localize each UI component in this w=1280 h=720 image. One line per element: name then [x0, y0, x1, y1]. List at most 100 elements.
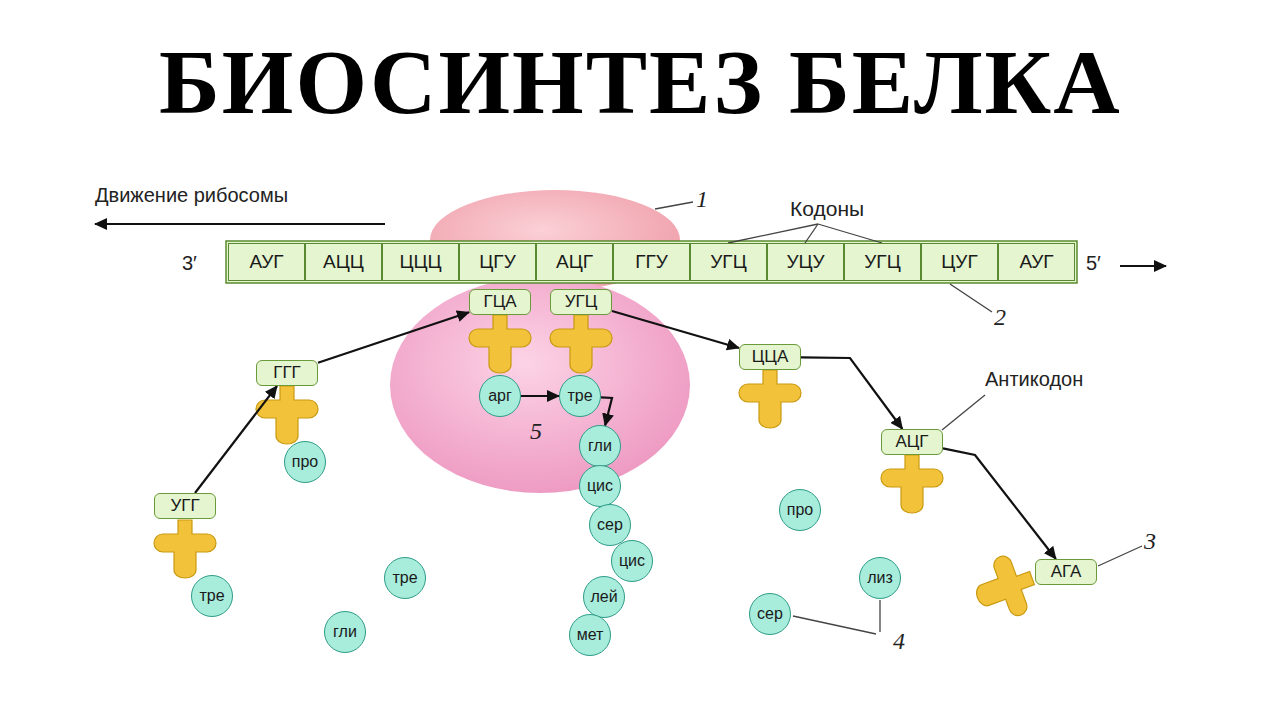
label: 5′	[1086, 252, 1101, 274]
node-text: ЦУГ	[941, 251, 977, 273]
amino-acid-circle: про	[284, 441, 326, 483]
leader-line	[950, 284, 992, 312]
codon-box: ЦУГ	[921, 243, 998, 281]
node-text: цис	[587, 477, 613, 495]
node-text: тре	[199, 587, 224, 605]
leader-line	[805, 224, 818, 243]
anticodon-box: АГА	[1035, 559, 1097, 585]
anticodon-box: АЦГ	[881, 429, 943, 455]
node-text: лей	[590, 588, 617, 606]
amino-acid-circle: лиз	[859, 557, 901, 599]
node-text: АУГ	[1019, 251, 1053, 273]
node-text: УГЦ	[710, 251, 746, 273]
amino-acid-circle: про	[779, 489, 821, 531]
leader-line	[1098, 546, 1142, 566]
label: Кодоны	[790, 197, 864, 220]
node-text: УГЦ	[864, 251, 900, 273]
node-text: ГГУ	[635, 251, 668, 273]
label: 3′	[182, 252, 197, 274]
anticodon-box: УГГ	[154, 493, 216, 519]
node-text: арг	[488, 387, 512, 405]
connector-arrow	[521, 395, 559, 397]
leader-line	[879, 600, 880, 632]
label: Движение рибосомы	[95, 184, 288, 206]
connector-arrow	[943, 448, 1056, 559]
node-text: мет	[577, 626, 604, 644]
codon-box: АЦЦ	[305, 243, 382, 281]
trna	[256, 386, 318, 444]
connector-arrow	[195, 386, 277, 493]
codon-box: ЦГУ	[459, 243, 536, 281]
ribosome-large-subunit	[390, 277, 690, 493]
codon-box: АУГ	[228, 243, 305, 281]
node-text: лиз	[867, 569, 893, 587]
anticodon-box: УГЦ	[550, 289, 612, 315]
leader-line	[728, 224, 818, 243]
callout-number: 3	[1144, 528, 1156, 554]
leader-line	[655, 202, 693, 209]
callout-number: 2	[994, 304, 1006, 330]
codon-box: ЦЦЦ	[382, 243, 459, 281]
trna	[550, 315, 612, 373]
node-text: тре	[567, 387, 592, 405]
amino-acid-circle: тре	[384, 557, 426, 599]
connector-arrow	[612, 311, 739, 348]
node-text: АЦГ	[895, 432, 928, 452]
node-text: УГГ	[170, 496, 199, 516]
anticodon-box: ЦЦА	[739, 344, 801, 370]
codon-box: ГГУ	[613, 243, 690, 281]
node-text: гли	[333, 623, 357, 641]
node-text: АГА	[1051, 562, 1082, 582]
amino-acid-circle: цис	[579, 465, 621, 507]
amino-acid-circle: тре	[191, 575, 233, 617]
label: Антикодон	[985, 368, 1083, 390]
amino-acid-circle: цис	[611, 540, 653, 582]
amino-acid-circle: мет	[569, 614, 611, 656]
codon-box: УГЦ	[844, 243, 921, 281]
node-text: ЦЦА	[752, 347, 789, 367]
leader-line	[793, 616, 876, 634]
callout-number: 5	[530, 418, 542, 444]
leader-line	[818, 224, 882, 243]
node-text: цис	[619, 552, 645, 570]
direction-arrow	[1120, 265, 1166, 267]
amino-acid-circle: тре	[559, 375, 601, 417]
anticodon-box: ГЦА	[469, 289, 531, 315]
trna	[967, 549, 1043, 627]
node-text: ЦГУ	[479, 251, 515, 273]
leader-line	[942, 395, 985, 430]
codon-box: АУГ	[998, 243, 1075, 281]
title: БИОСИНТЕЗ БЕЛКА	[159, 32, 1122, 133]
codon-box: УГЦ	[690, 243, 767, 281]
anticodon-box: ГГГ	[256, 360, 318, 386]
amino-acid-circle: лей	[583, 576, 625, 618]
node-text: сер	[597, 516, 623, 534]
node-text: тре	[392, 569, 417, 587]
node-text: АЦГ	[556, 251, 593, 273]
trna	[881, 455, 943, 513]
connector-arrow	[601, 397, 612, 425]
codon-box: АЦГ	[536, 243, 613, 281]
node-text: сер	[757, 605, 783, 623]
trna	[469, 315, 531, 373]
node-text: УГЦ	[565, 292, 598, 312]
node-text: ЦЦЦ	[399, 251, 441, 273]
callout-number: 4	[893, 628, 905, 654]
node-text: гли	[588, 437, 612, 455]
mrna-strand	[226, 241, 1077, 283]
amino-acid-circle: гли	[324, 611, 366, 653]
node-text: УЦУ	[786, 251, 824, 273]
amino-acid-circle: сер	[749, 593, 791, 635]
node-text: АЦЦ	[323, 251, 364, 273]
node-text: ГГГ	[273, 363, 301, 383]
node-text: про	[787, 501, 813, 519]
node-text: АУГ	[249, 251, 283, 273]
connector-arrow	[801, 357, 902, 429]
node-text: про	[292, 453, 318, 471]
amino-acid-circle: сер	[589, 504, 631, 546]
trna	[739, 370, 801, 428]
trna	[154, 520, 216, 578]
callout-number: 1	[696, 186, 708, 212]
connector-arrow	[318, 312, 469, 362]
